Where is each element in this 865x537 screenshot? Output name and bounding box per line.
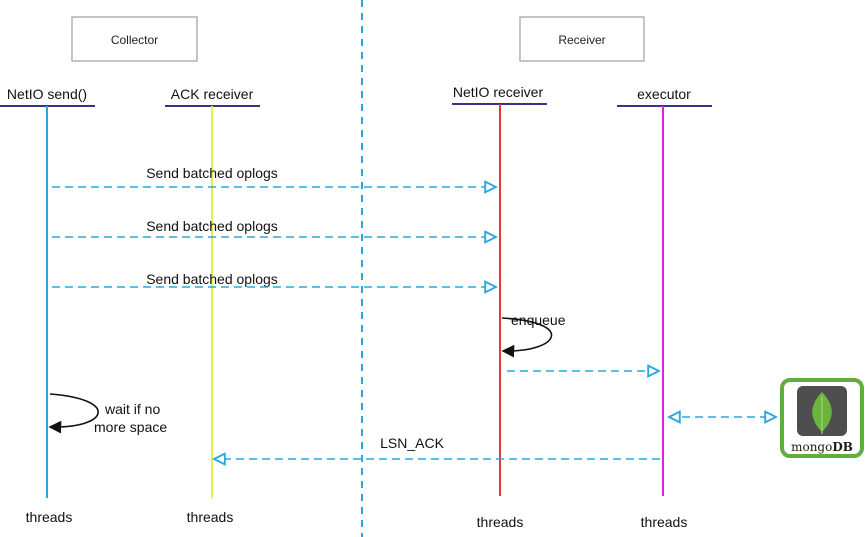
lifeline-header-executor: executor <box>617 86 712 107</box>
ack-receiver-label: ACK receiver <box>171 86 254 102</box>
message-send-1: Send batched oplogs <box>52 165 496 187</box>
netio-send-footer: threads <box>26 509 73 525</box>
lifeline-header-ack-receiver: ACK receiver <box>165 86 260 107</box>
enqueue-self-call: enqueue <box>501 312 566 358</box>
lifeline-header-netio-receiver: NetIO receiver <box>452 84 547 105</box>
wait-label-line2: more space <box>94 419 167 435</box>
message-send-3: Send batched oplogs <box>52 271 496 287</box>
executor-label: executor <box>637 86 691 102</box>
netio-send-label: NetIO send() <box>7 86 87 102</box>
lsn-ack-label: LSN_ACK <box>380 435 444 451</box>
collector-label: Collector <box>111 33 158 47</box>
wait-label-line1: wait if no <box>104 401 160 417</box>
message-lsn-ack: LSN_ACK <box>214 435 660 459</box>
mongodb-wordmark: mongoDB <box>791 440 853 454</box>
netio-receiver-footer: threads <box>477 514 524 530</box>
executor-footer: threads <box>641 514 688 530</box>
lifeline-header-netio-send: NetIO send() <box>0 86 95 107</box>
message-send-2: Send batched oplogs <box>52 218 496 237</box>
receiver-box: Receiver <box>519 16 645 62</box>
mongodb-logo: mongoDB <box>780 378 864 458</box>
message-send-2-label: Send batched oplogs <box>146 218 278 234</box>
wait-self-call: wait if no more space <box>48 393 167 435</box>
netio-receiver-label: NetIO receiver <box>453 84 544 100</box>
enqueue-loop-arrow <box>501 317 553 358</box>
wait-loop-arrow <box>48 393 99 434</box>
message-send-3-label: Send batched oplogs <box>146 271 278 287</box>
ack-receiver-footer: threads <box>187 509 234 525</box>
message-send-1-label: Send batched oplogs <box>146 165 278 181</box>
enqueue-label: enqueue <box>511 312 566 328</box>
receiver-label: Receiver <box>558 33 605 47</box>
collector-box: Collector <box>71 16 198 62</box>
